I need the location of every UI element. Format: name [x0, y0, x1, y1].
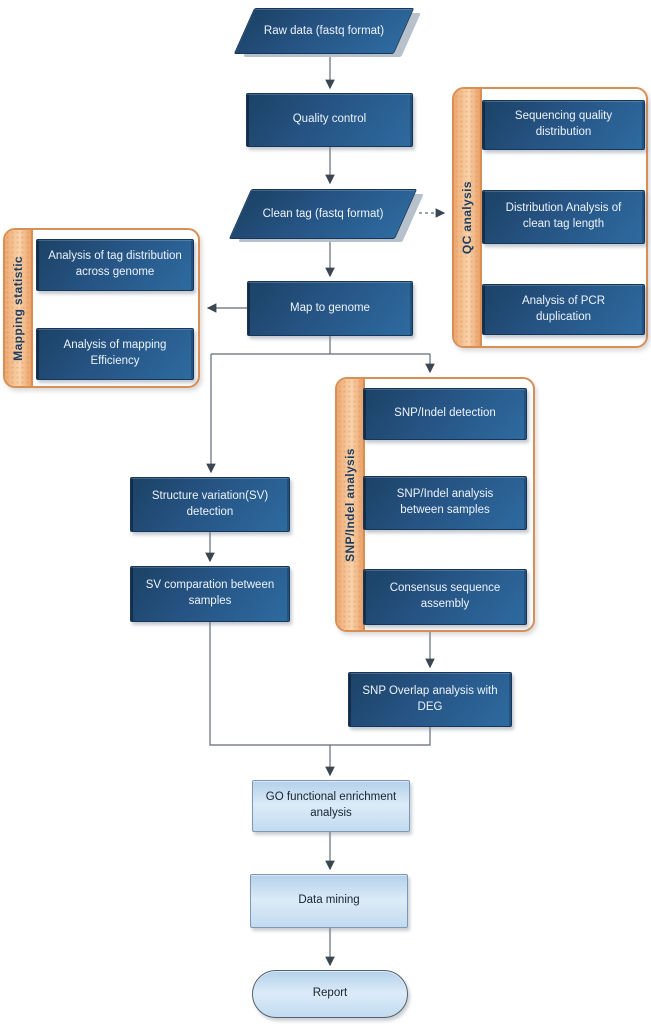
- group-item-mapping-efficiency: Analysis of mapping Efficiency: [36, 328, 194, 380]
- node-quality-control: Quality control: [246, 93, 413, 147]
- group-mapping-statistic: Mapping statistic Analysis of tag distri…: [3, 228, 200, 388]
- node-clean-tag-label: Clean tag (fastq format): [262, 208, 384, 220]
- node-report-label: Report: [312, 987, 348, 1000]
- node-snp-overlap-label: SNP Overlap analysis with DEG: [362, 684, 498, 713]
- group-qc-analysis-label: QC analysis: [460, 180, 474, 255]
- node-sv-comparation: SV comparation between samples: [130, 566, 290, 622]
- group-item-label: SNP/Indel analysis between samples: [396, 488, 494, 516]
- group-item-label: Consensus sequence assembly: [389, 582, 501, 610]
- node-clean-tag: Clean tag (fastq format): [228, 189, 424, 242]
- group-snp-indel-analysis: SNP/Indel analysis SNP/Indel detection S…: [335, 377, 535, 632]
- node-raw-data-label: Raw data (fastq format): [263, 25, 385, 37]
- group-snp-indel-analysis-label: SNP/Indel analysis: [343, 447, 357, 562]
- group-qc-analysis: QC analysis Sequencing quality distribut…: [452, 87, 648, 348]
- group-item-label: Analysis of tag distribution across geno…: [48, 250, 182, 278]
- group-item-snp-indel-detection: SNP/Indel detection: [363, 388, 527, 440]
- group-item-pcr-duplication: Analysis of PCR duplication: [482, 284, 645, 335]
- group-mapping-statistic-label: Mapping statistic: [11, 255, 25, 361]
- node-data-mining: Data mining: [250, 874, 408, 928]
- node-sv-detection-label: Structure variation(SV) detection: [151, 489, 269, 518]
- node-quality-control-label: Quality control: [292, 113, 367, 126]
- group-item-consensus-assembly: Consensus sequence assembly: [363, 569, 527, 625]
- node-map-to-genome: Map to genome: [247, 281, 413, 336]
- group-item-label: Sequencing quality distribution: [514, 110, 613, 138]
- group-item-clean-tag-length: Distribution Analysis of clean tag lengt…: [482, 190, 645, 244]
- node-sv-comparation-label: SV comparation between samples: [145, 579, 275, 607]
- node-report: Report: [252, 970, 408, 1018]
- group-mapping-statistic-strip: Mapping statistic: [5, 230, 33, 386]
- group-item-snp-indel-between-samples: SNP/Indel analysis between samples: [363, 476, 527, 530]
- node-go-enrichment-label: GO functional enrichment analysis: [265, 791, 397, 819]
- group-item-tag-distribution: Analysis of tag distribution across geno…: [36, 239, 194, 291]
- node-snp-overlap: SNP Overlap analysis with DEG: [348, 672, 512, 727]
- group-item-label: Analysis of mapping Efficiency: [63, 339, 167, 367]
- node-clean-tag-shape: Clean tag (fastq format): [228, 189, 418, 239]
- node-go-enrichment: GO functional enrichment analysis: [252, 780, 410, 832]
- node-sv-detection: Structure variation(SV) detection: [130, 477, 290, 532]
- group-item-label: SNP/Indel detection: [394, 407, 496, 420]
- node-map-to-genome-label: Map to genome: [290, 301, 370, 314]
- group-qc-analysis-strip: QC analysis: [454, 89, 482, 346]
- group-snp-indel-analysis-strip: SNP/Indel analysis: [337, 379, 365, 630]
- node-raw-data-shape: Raw data (fastq format): [233, 8, 415, 54]
- group-item-label: Distribution Analysis of clean tag lengt…: [505, 202, 622, 230]
- node-raw-data: Raw data (fastq format): [233, 8, 421, 57]
- node-data-mining-label: Data mining: [298, 894, 360, 907]
- group-item-seq-quality: Sequencing quality distribution: [482, 100, 645, 150]
- group-item-label: Analysis of PCR duplication: [521, 294, 606, 323]
